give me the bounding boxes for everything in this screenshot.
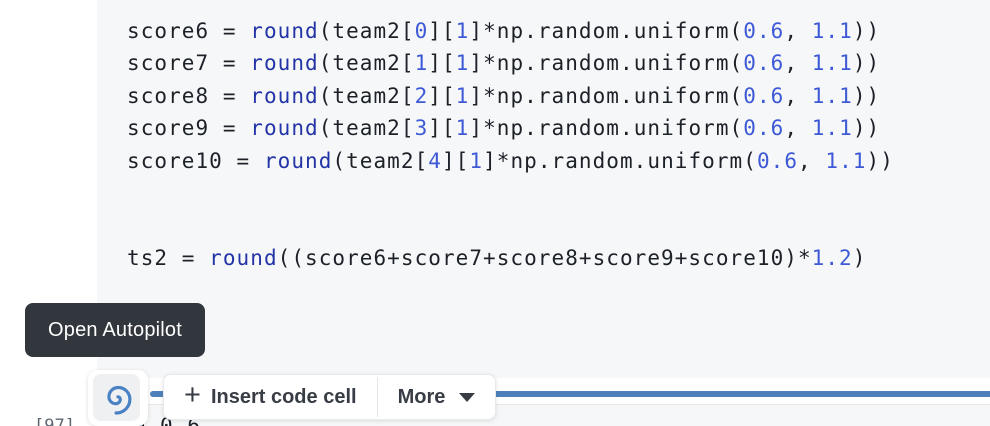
toolbar-separator [376,377,378,417]
more-button-label: More [397,385,446,408]
insert-code-cell-button[interactable]: + Insert code cell [164,375,377,419]
code-cell[interactable]: score6 = round(team2[0][1]*np.random.uni… [97,0,990,378]
autopilot-tooltip-label: Open Autopilot [48,318,183,341]
spiral-icon [99,380,135,416]
code-lines[interactable]: score6 = round(team2[0][1]*np.random.uni… [97,0,990,274]
insert-code-cell-label: Insert code cell [210,385,357,408]
code-line [127,209,990,241]
plus-icon: + [184,379,201,411]
insert-toolbar: + Insert code cell More [163,374,497,420]
code-line: score6 = round(team2[0][1]*np.random.uni… [127,19,881,43]
insert-cell-divider-line [150,391,990,397]
chevron-down-icon [459,392,476,402]
execution-count-label: [97] [34,416,75,426]
code-line: score8 = round(team2[2][1]*np.random.uni… [127,83,881,108]
code-line: score9 = round(team2[3][1]*np.random.uni… [127,116,881,141]
open-autopilot-button[interactable] [93,374,140,421]
autopilot-tooltip: Open Autopilot [25,303,206,357]
code-line: score7 = round(team2[1][1]*np.random.uni… [127,51,881,76]
code-line: ts2 = round((score6+score7+score8+score9… [127,245,867,270]
more-button[interactable]: More [378,375,496,419]
autopilot-button-card [88,370,148,426]
code-line [127,177,990,209]
code-line: score10 = round(team2[4][1]*np.random.un… [127,148,894,173]
